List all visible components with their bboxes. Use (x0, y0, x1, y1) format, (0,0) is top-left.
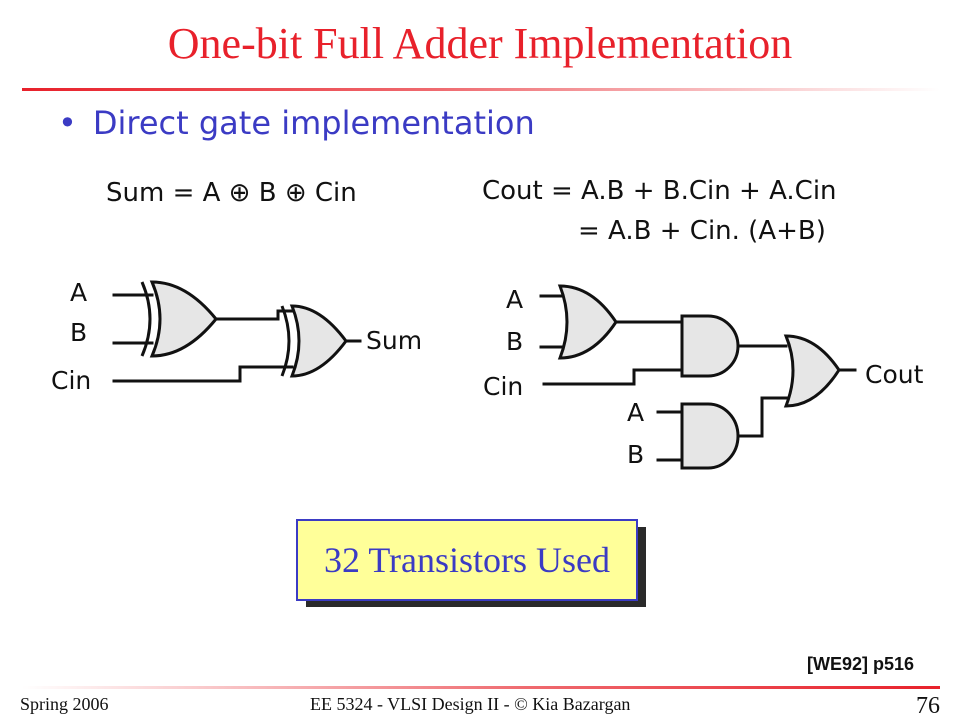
slide-title: One-bit Full Adder Implementation (167, 19, 793, 68)
cout-input-b1-label: B (506, 327, 524, 356)
cout-input-cin-label: Cin (483, 372, 524, 401)
cout-input-a2-label: A (627, 398, 645, 427)
footer-course: EE 5324 - VLSI Design II - © Kia Bazarga… (310, 694, 631, 714)
cout-equation-line1: Cout = A.B + B.Cin + A.Cin (482, 176, 837, 206)
and-gate-2-icon (680, 402, 740, 470)
sum-input-b-label: B (70, 318, 88, 347)
reference-citation: [WE92] p516 (807, 654, 915, 674)
cout-equation-line2: = A.B + Cin. (A+B) (578, 216, 826, 246)
wire-cout-cin (542, 368, 684, 386)
xor-gate-1-extra-curve (140, 281, 152, 357)
footer-date: Spring 2006 (20, 694, 109, 714)
transistor-count-callout: 32 Transistors Used (296, 519, 638, 601)
xor-gate-2-extra-curve (280, 305, 291, 377)
sum-output-label: Sum (366, 326, 423, 355)
page-number: 76 (916, 693, 940, 719)
title-underline (22, 88, 940, 91)
or-gate-2-icon (783, 334, 841, 408)
footer-rule (22, 686, 940, 689)
wire-xor1-to-xor2 (214, 309, 294, 321)
sum-equation: Sum = A ⊕ B ⊕ Cin (106, 178, 357, 208)
sum-input-cin-label: Cin (51, 366, 92, 395)
xor-gate-2-icon (289, 304, 348, 378)
wire-sum-cin (112, 365, 294, 383)
cout-input-b2-label: B (627, 440, 645, 469)
wire-and2-to-or (736, 396, 788, 438)
bullet-dot-icon: • (58, 104, 77, 142)
cout-output-label: Cout (865, 360, 924, 389)
bullet-item: • Direct gate implementation (58, 104, 535, 142)
bullet-text: Direct gate implementation (92, 104, 535, 142)
and-gate-1-icon (680, 314, 740, 378)
or-gate-1-icon (557, 284, 618, 360)
cout-input-a1-label: A (506, 285, 524, 314)
xor-gate-1-icon (149, 280, 218, 358)
sum-input-a-label: A (70, 278, 88, 307)
